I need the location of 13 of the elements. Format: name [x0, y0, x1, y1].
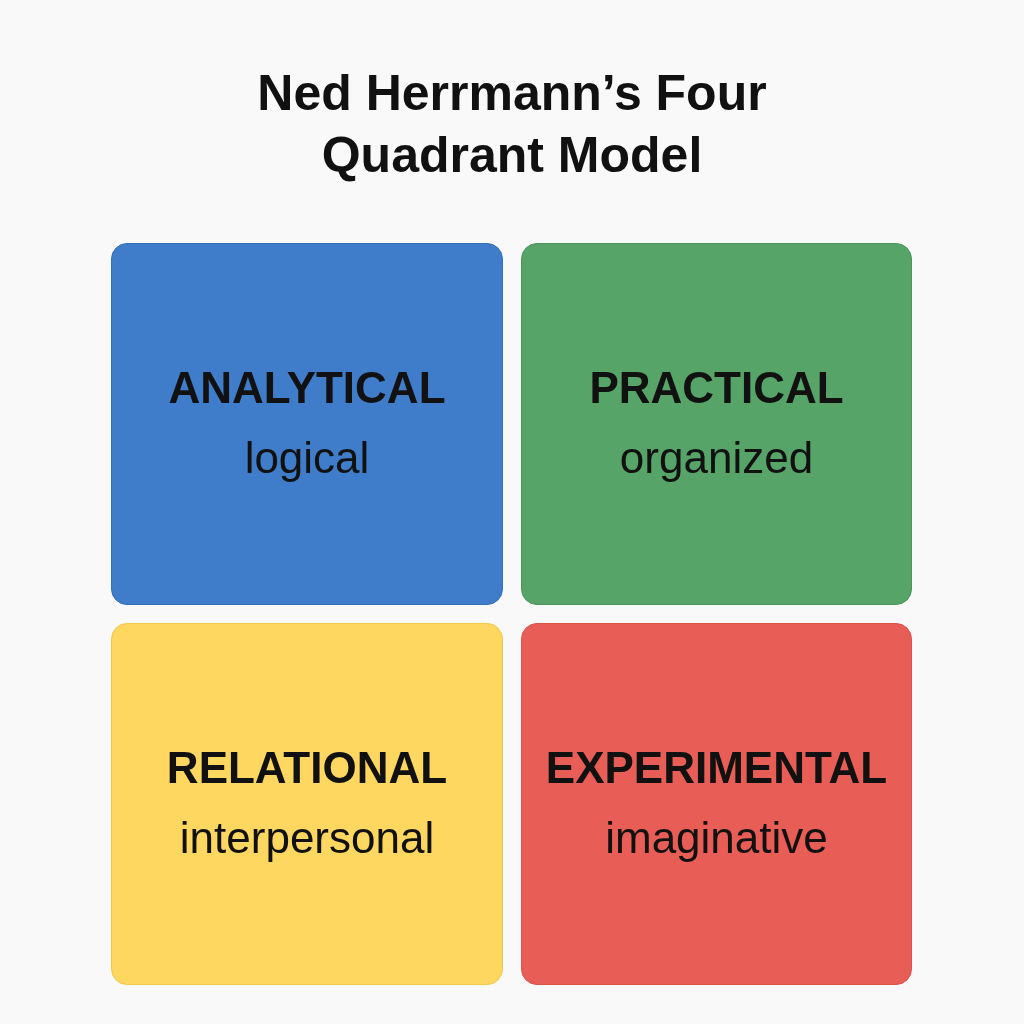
quadrant-card	[521, 243, 912, 605]
quadrant-subtitle: logical	[244, 432, 370, 484]
quadrant-heading: ANALYTICAL	[168, 362, 446, 414]
quadrant-card	[111, 243, 503, 605]
diagram-title: Ned Herrmann’s Four Quadrant Model	[256, 64, 768, 185]
quadrant-card	[521, 623, 912, 985]
quadrant-heading: RELATIONAL	[166, 742, 448, 794]
quadrant-subtitle: organized	[619, 432, 814, 484]
quadrant-heading: EXPERIMENTAL	[545, 742, 888, 794]
quadrant-card	[111, 623, 503, 985]
quadrant-subtitle: interpersonal	[179, 812, 435, 864]
quadrant-subtitle: imaginative	[605, 812, 828, 864]
quadrant-heading: PRACTICAL	[589, 362, 844, 414]
